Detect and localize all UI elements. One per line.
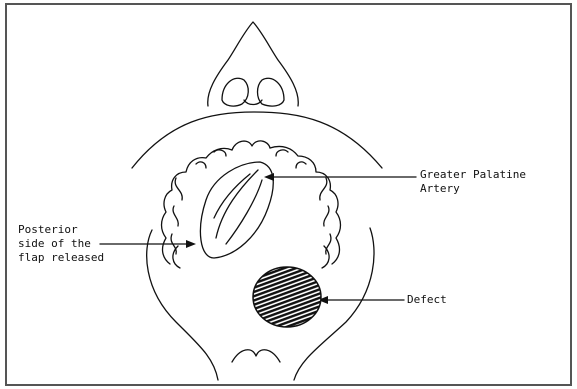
incisors (232, 141, 270, 150)
posterior-flap-line-1: Posterior (18, 223, 104, 237)
posterior-arrowhead (186, 240, 196, 248)
teeth-right (270, 146, 341, 268)
greater-palatine-line-2: Artery (420, 182, 526, 196)
face-outline-left (147, 230, 218, 380)
posterior-flap-line-3: flap released (18, 251, 104, 265)
face-outline-upper (132, 112, 382, 168)
defect-hatched-disc (253, 267, 321, 327)
posterior-flap-line-2: side of the (18, 237, 104, 251)
palatal-flap (200, 162, 273, 258)
greater-palatine-label: Greater Palatine Artery (420, 168, 526, 196)
right-nostril (258, 78, 285, 106)
posterior-flap-label: Posterior side of the flap released (18, 223, 104, 265)
teeth-left (162, 148, 233, 268)
greater-palatine-line-1: Greater Palatine (420, 168, 526, 182)
palatine-arrowhead (264, 173, 274, 181)
teeth-left-detail (171, 150, 226, 254)
left-nostril (222, 78, 248, 106)
teeth-right-detail (276, 150, 331, 254)
uvula-region (232, 350, 280, 362)
nose-outline (208, 22, 299, 106)
defect-label: Defect (407, 293, 447, 307)
